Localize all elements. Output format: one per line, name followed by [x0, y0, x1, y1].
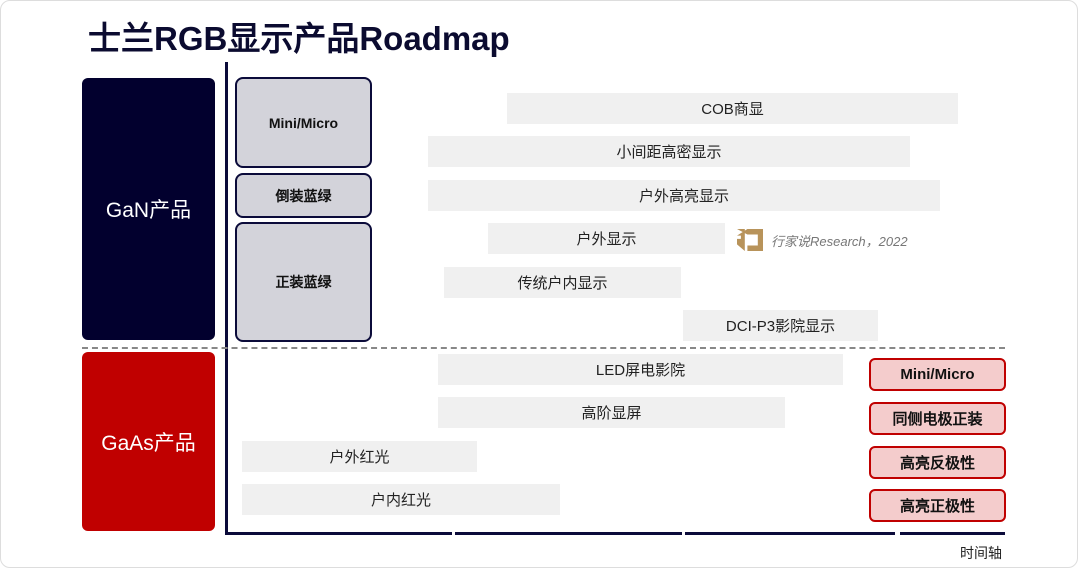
time-axis-segment	[225, 532, 452, 535]
watermark-text: 行家说Research，2022	[771, 233, 908, 249]
time-axis-segment	[455, 532, 682, 535]
watermark: 行家说Research，2022	[737, 229, 908, 251]
app-bar: DCI-P3影院显示	[683, 310, 878, 341]
app-bar: 户内红光	[242, 484, 560, 515]
category-gaas: GaAs产品	[82, 352, 215, 531]
time-axis-label: 时间轴	[960, 545, 1002, 561]
app-bar: 高阶显屏	[438, 397, 785, 428]
app-bar: 户外高亮显示	[428, 180, 940, 211]
gaas-tech: 高亮正极性	[869, 489, 1006, 522]
app-bar: 户外显示	[488, 223, 725, 254]
category-gan: GaN产品	[82, 78, 215, 340]
app-bar: 传统户内显示	[444, 267, 681, 298]
tech-mini-micro: Mini/Micro	[235, 77, 372, 168]
gaas-tech: 高亮反极性	[869, 446, 1006, 479]
logo-icon	[737, 229, 763, 251]
app-bar: 户外红光	[242, 441, 477, 472]
tech-face-up: 正装蓝绿	[235, 222, 372, 342]
divider-line	[82, 347, 1005, 349]
app-bar: LED屏电影院	[438, 354, 843, 385]
tech-flip-chip: 倒装蓝绿	[235, 173, 372, 218]
app-bar: 小间距高密显示	[428, 136, 910, 167]
page-title: 士兰RGB显示产品Roadmap	[88, 20, 510, 57]
gaas-tech: 同侧电极正装	[869, 402, 1006, 435]
vertical-axis	[225, 62, 228, 535]
app-bar: COB商显	[507, 93, 958, 124]
time-axis-segment	[900, 532, 1005, 535]
time-axis-segment	[685, 532, 895, 535]
gaas-tech: Mini/Micro	[869, 358, 1006, 391]
